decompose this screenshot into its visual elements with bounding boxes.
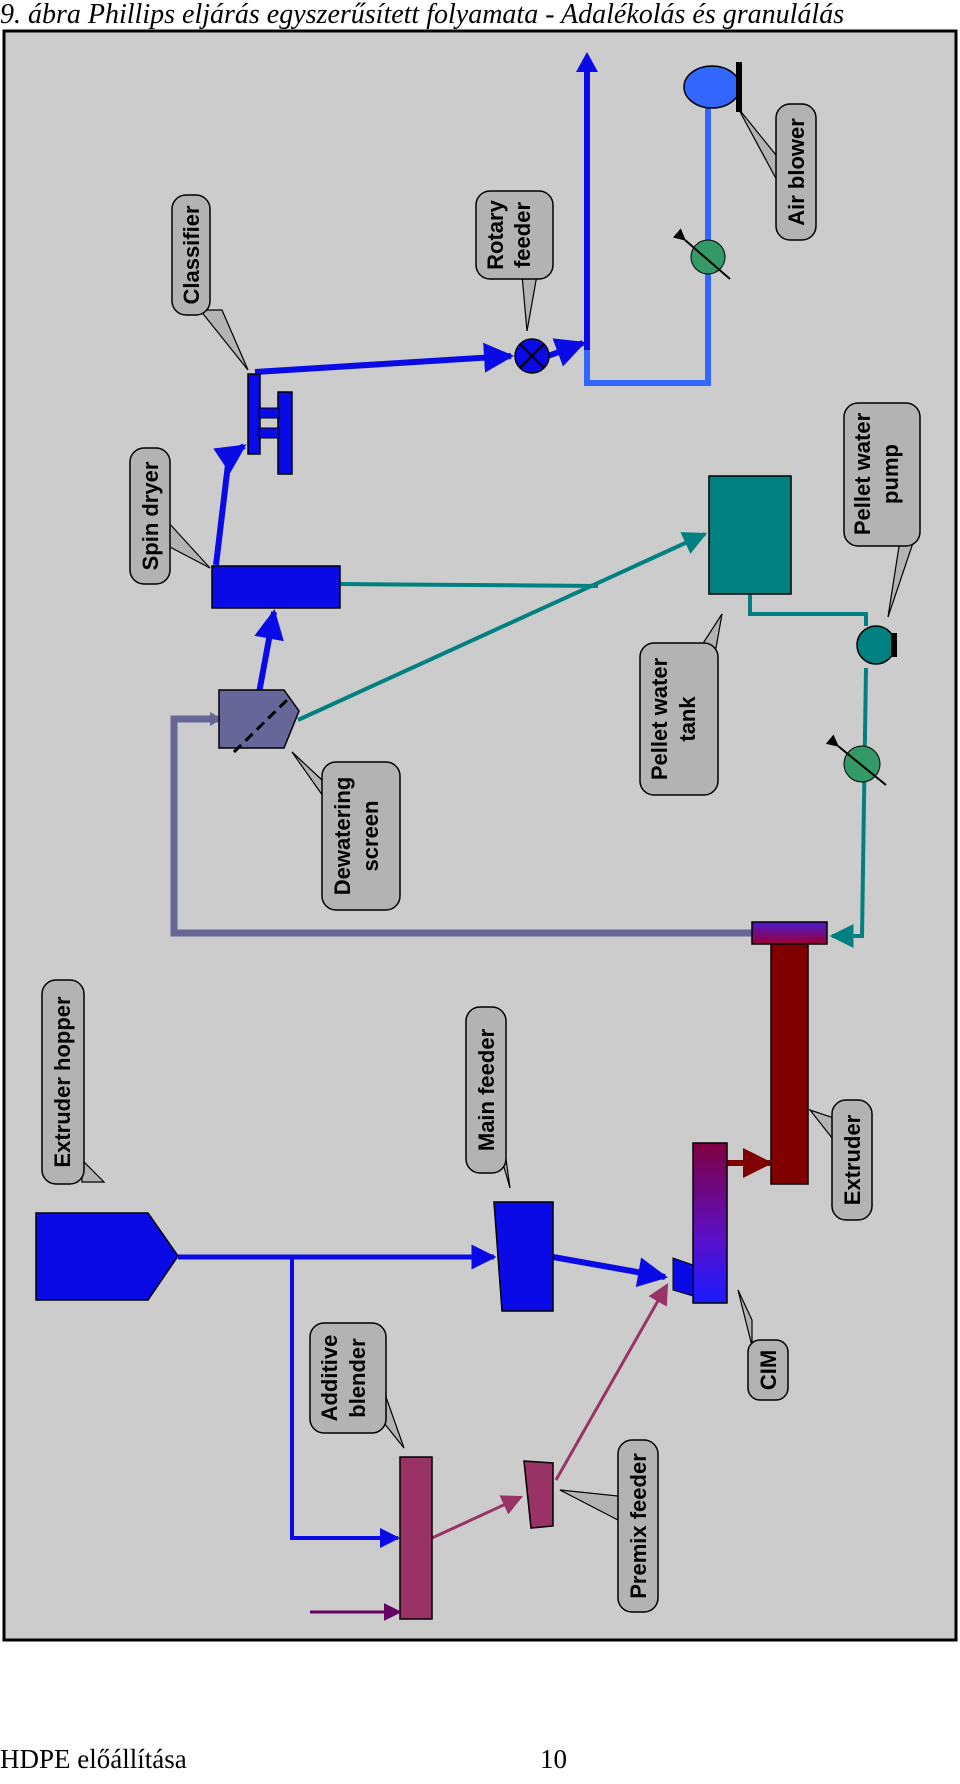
dewatering-screen-icon (218, 689, 300, 754)
premix-to-cim-line (554, 1283, 669, 1481)
extruder-icon (770, 943, 809, 1185)
classifier-to-rotary-line (254, 342, 514, 375)
dewatering-screen-callout: Dewatering screen (291, 751, 401, 911)
additive-blender-label-2: blender (345, 1338, 370, 1418)
rotary-feeder-callout: Rotary feeder (475, 190, 554, 332)
rotary-to-air-line (546, 338, 586, 367)
pellet-water-tank-icon (708, 475, 792, 595)
pellet-water-tank-label-1: Pellet water (647, 657, 672, 780)
air-valve-indicator (672, 228, 731, 280)
product-outlet-arrowhead (576, 52, 598, 72)
rotary-feeder-icon (514, 338, 550, 374)
air-blower-icon (683, 65, 741, 109)
air-blower-outlet (736, 62, 742, 112)
classifier-icon (247, 373, 293, 475)
air-blower-label: Air blower (784, 118, 809, 226)
extruder-hopper-label: Extruder hopper (50, 996, 75, 1168)
classifier-callout: Classifier (171, 194, 249, 371)
mainfeeder-to-cim-line (552, 1254, 668, 1288)
spindryer-to-classifier-line (213, 455, 232, 566)
air-blower-callout: Air blower (737, 103, 817, 241)
main-feeder-callout: Main feeder (465, 1006, 511, 1189)
dewatering-water-line (297, 532, 708, 722)
main-feeder-icon (493, 1201, 554, 1312)
figure-title: 9. ábra Phillips eljárás egyszerűsített … (0, 0, 845, 30)
pellet-water-pump-icon (856, 625, 897, 665)
extruder-label: Extruder (840, 1114, 865, 1205)
spin-dryer-callout: Spin dryer (129, 447, 211, 585)
main-feeder-label: Main feeder (474, 1028, 499, 1151)
tank-to-pump-line (748, 594, 868, 626)
pellet-water-pump-callout: Pellet water pump (843, 402, 921, 618)
waterbox-icon (751, 921, 828, 945)
pellet-water-tank-label-2: tank (675, 696, 700, 742)
classifier-label: Classifier (179, 205, 204, 304)
footer-page-number: 10 (540, 1744, 567, 1774)
additive-blender-icon (399, 1456, 433, 1620)
footer-doc-title: HDPE előállítása (0, 1744, 187, 1774)
rotary-feeder-label-1: Rotary (483, 199, 508, 269)
premix-feeder-callout: Premix feeder (559, 1439, 659, 1613)
cim-feed-throat (672, 1257, 694, 1297)
pellet-water-pump-label-1: Pellet water (850, 412, 875, 535)
cim-callout: CIM (737, 1289, 789, 1401)
extruder-callout: Extruder (808, 1099, 873, 1221)
water-valve-indicator (825, 734, 887, 786)
pellet-water-pump-label-2: pump (878, 444, 903, 504)
slurry-arrowhead (210, 712, 222, 726)
cim-icon (692, 1142, 728, 1304)
blender-to-premix-line (431, 1495, 523, 1540)
air-control-valve-icon (690, 239, 726, 275)
dewatering-screen-label-1: Dewatering (330, 777, 355, 896)
additive-blender-label-1: Additive (317, 1335, 342, 1422)
spin-dryer-icon (211, 565, 341, 609)
spindryer-water-line (339, 582, 599, 588)
dewatering-to-spindryer-line (254, 609, 284, 694)
cim-label: CIM (756, 1350, 781, 1390)
extruder-hopper-icon (35, 1212, 179, 1301)
pellet-water-tank-callout: Pellet water tank (639, 613, 723, 796)
additive-blender-callout: Additive blender (309, 1322, 405, 1449)
slurry-line (170, 715, 752, 937)
premix-feeder-label: Premix feeder (626, 1453, 651, 1599)
hopper-to-blender-line (290, 1257, 400, 1548)
dewatering-screen-label-2: screen (358, 801, 383, 872)
rotary-feeder-label-2: feeder (510, 202, 535, 268)
diagram-frame (2, 29, 958, 1642)
spindryer-to-classifier-line-2 (213, 443, 247, 474)
premix-feeder-icon (523, 1460, 554, 1529)
spin-dryer-label: Spin dryer (138, 461, 163, 570)
extruder-hopper-callout: Extruder hopper (41, 979, 106, 1185)
